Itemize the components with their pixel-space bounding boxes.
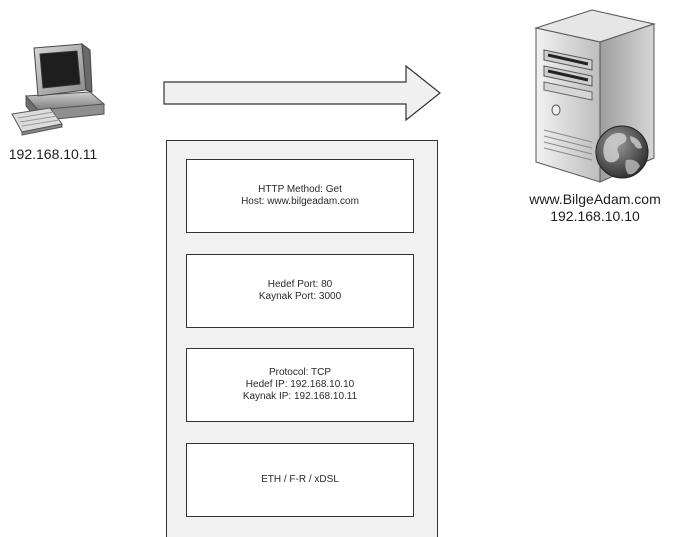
client-ip: 192.168.10.11 bbox=[8, 146, 98, 162]
web-server-globe-icon bbox=[534, 9, 656, 183]
packet-container: HTTP Method: Get Host: www.bilgeadam.com… bbox=[166, 140, 438, 537]
layer-line: Kaynak Port: 3000 bbox=[258, 291, 342, 302]
client-ip-label: 192.168.10.11 bbox=[0, 146, 106, 163]
layer-line: Hedef Port: 80 bbox=[267, 279, 333, 290]
right-arrow-icon bbox=[163, 64, 441, 122]
application-layer-box: HTTP Method: Get Host: www.bilgeadam.com bbox=[186, 159, 414, 233]
transport-layer-box: Hedef Port: 80 Kaynak Port: 3000 bbox=[186, 254, 414, 328]
layer-line: Host: www.bilgeadam.com bbox=[241, 196, 359, 207]
layer-line: Kaynak IP: 192.168.10.11 bbox=[242, 391, 358, 402]
network-layer-box: Protocol: TCP Hedef IP: 192.168.10.10 Ka… bbox=[186, 348, 414, 422]
server-ip: 192.168.10.10 bbox=[550, 208, 640, 224]
server-host: www.BilgeAdam.com bbox=[529, 191, 661, 207]
layer-line: HTTP Method: Get bbox=[258, 184, 342, 195]
layer-line: Hedef IP: 192.168.10.10 bbox=[245, 379, 355, 390]
link-layer-box: ETH / F-R / xDSL bbox=[186, 443, 414, 517]
desktop-computer-icon bbox=[11, 42, 106, 136]
layer-line: Protocol: TCP bbox=[268, 367, 332, 378]
server-label: www.BilgeAdam.com 192.168.10.10 bbox=[512, 191, 678, 225]
layer-line: ETH / F-R / xDSL bbox=[261, 474, 339, 485]
